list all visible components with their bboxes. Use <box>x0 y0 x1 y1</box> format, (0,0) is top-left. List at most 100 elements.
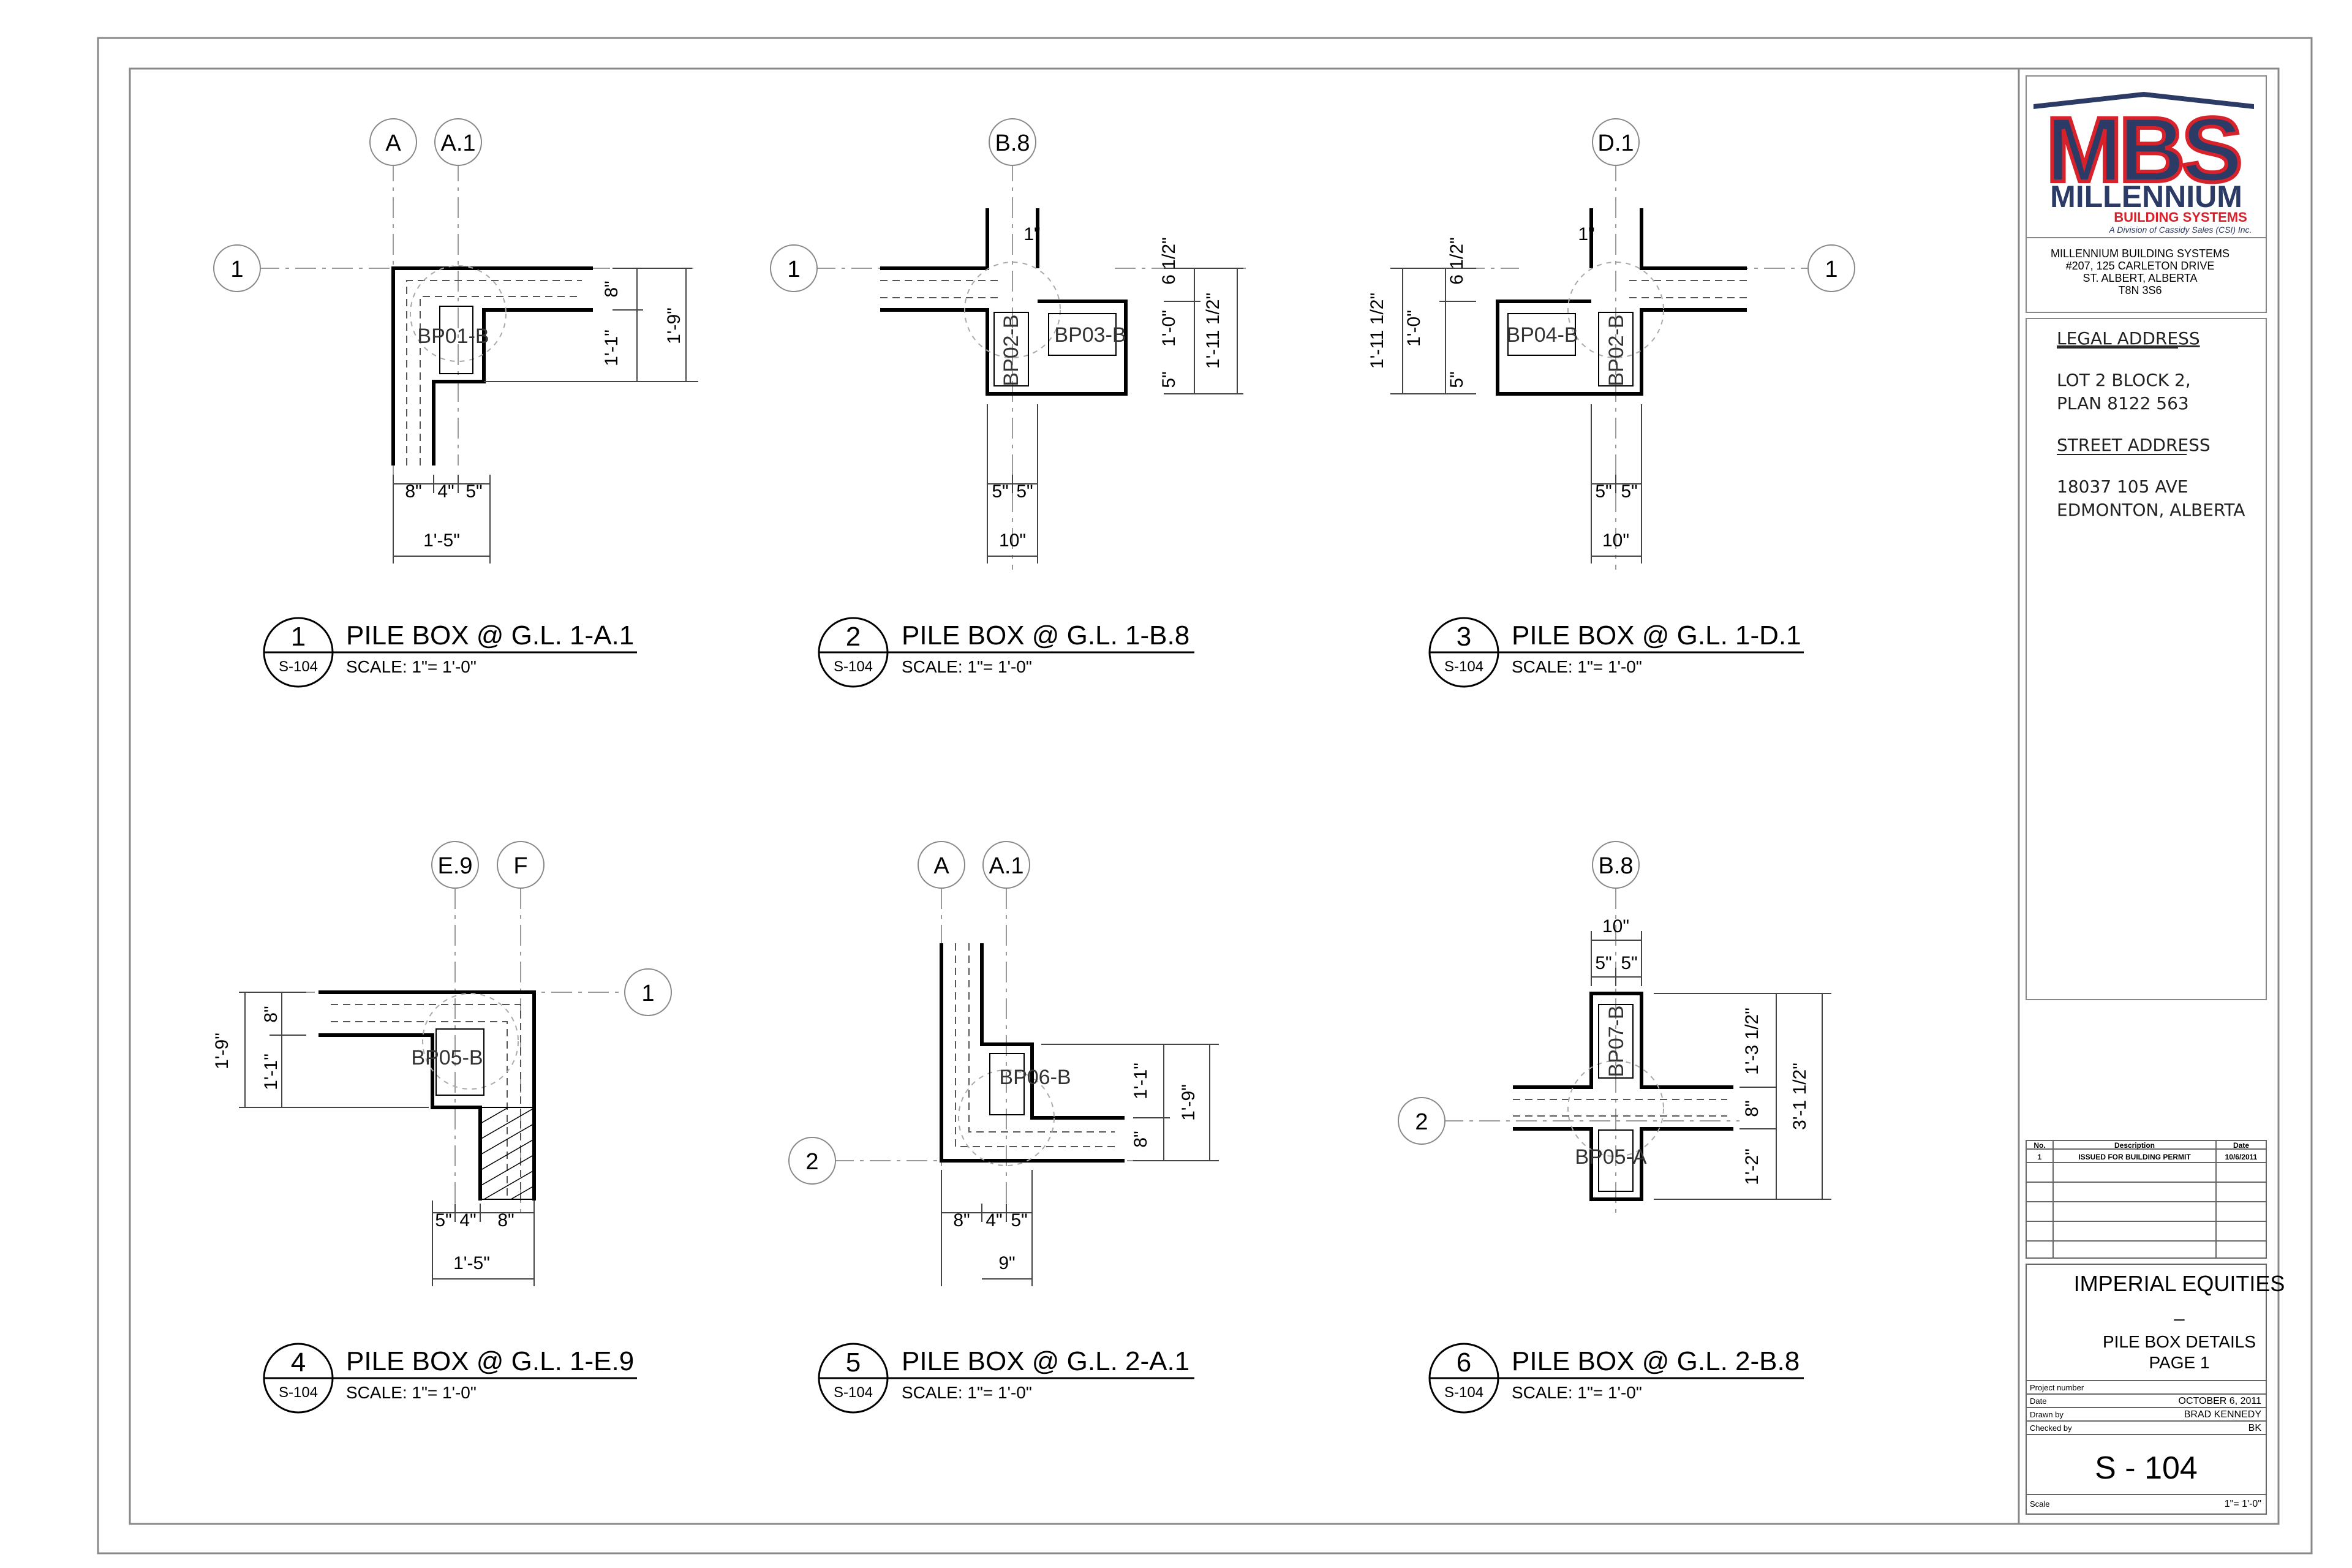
detail-scale: SCALE: 1"= 1'-0" <box>1512 1383 1642 1402</box>
detail-title: PILE BOX @ G.L. 1-D.1 <box>1512 620 1801 650</box>
detail-scale: SCALE: 1"= 1'-0" <box>346 1383 477 1402</box>
sheet-title-line-2: PAGE 1 <box>2149 1353 2209 1372</box>
detail-sheet-ref: S-104 <box>1444 1384 1483 1401</box>
grid-bubble-label: D.1 <box>1597 130 1634 156</box>
client-name: IMPERIAL EQUITIES <box>2074 1271 2285 1296</box>
dimension-label: 1'-5" <box>423 530 460 551</box>
detail-title-2: 2 S-104 PILE BOX @ G.L. 1-B.8 SCALE: 1"=… <box>818 617 1194 688</box>
title-block: MBS MILLENNIUM BUILDING SYSTEMS A Divisi… <box>2018 69 2285 1524</box>
revision-number: 1 <box>2038 1153 2042 1161</box>
street-line-1: 18037 105 AVE <box>2057 477 2188 497</box>
dimension-label: 4" <box>437 481 454 502</box>
dimension-label: 1'-1" <box>261 1054 281 1090</box>
dimension-label: 1'-0" <box>1159 310 1179 347</box>
detail-title: PILE BOX @ G.L. 1-E.9 <box>346 1346 634 1376</box>
pile-box-tag: BP01-B <box>417 325 489 348</box>
detail-title: PILE BOX @ G.L. 1-B.8 <box>902 620 1189 650</box>
dimension-label: 5" <box>435 1210 451 1231</box>
sheet-number: S - 104 <box>2095 1450 2198 1486</box>
grid-bubble-label: A <box>933 853 949 879</box>
detail-number: 2 <box>846 622 861 652</box>
grid-bubble-label: B.8 <box>1598 853 1633 879</box>
detail-title-5: 5 S-104 PILE BOX @ G.L. 2-A.1 SCALE: 1"=… <box>818 1343 1194 1414</box>
detail-scale: SCALE: 1"= 1'-0" <box>1512 657 1642 676</box>
detail-number: 4 <box>291 1348 306 1378</box>
detail-sheet-ref: S-104 <box>834 658 873 675</box>
detail-title-4: 4 S-104 PILE BOX @ G.L. 1-E.9 SCALE: 1"=… <box>263 1343 637 1414</box>
detail-6-drawing: B.8 2 BP07-B BP05-A 10" 5" 5" 1'-3 1/2" … <box>1398 841 1831 1213</box>
dimension-label: 1'-5" <box>453 1253 490 1273</box>
dimension-label: 5" <box>1159 371 1179 388</box>
dimension-label: 5" <box>1595 953 1611 973</box>
logo-letters: MBS <box>2046 98 2239 201</box>
grid-bubble-label: 1 <box>230 257 243 282</box>
pile-box-tag: BP05-A <box>1575 1145 1646 1169</box>
dimension-label: 1'-9" <box>1178 1084 1199 1121</box>
dimension-label: 1'-9" <box>664 307 684 344</box>
logo-sub: BUILDING SYSTEMS <box>2114 209 2247 225</box>
detail-5-drawing: A A.1 2 BP06-B 8" 4" 5" 9" 1'-1" 8" 1'-9… <box>788 841 1219 1286</box>
dimension-label: 9" <box>998 1253 1015 1273</box>
grid-bubble-label: B.8 <box>995 130 1030 156</box>
dimension-label: 1'-11 1/2" <box>1367 293 1387 369</box>
dimension-label: 5" <box>1595 481 1611 502</box>
detail-sheet-ref: S-104 <box>279 658 318 675</box>
dimension-label: 5" <box>466 481 482 502</box>
detail-title: PILE BOX @ G.L. 1-A.1 <box>346 620 634 650</box>
revisions-table: No. Description Date 1 ISSUED FOR BUILDI… <box>2026 1140 2267 1259</box>
detail-title-1: 1 S-104 PILE BOX @ G.L. 1-A.1 SCALE: 1"=… <box>263 617 637 688</box>
scale-value: 1"= 1'-0" <box>2225 1499 2261 1509</box>
pile-box-tag: BP02-B <box>1000 314 1023 386</box>
detail-title: PILE BOX @ G.L. 2-A.1 <box>902 1346 1189 1376</box>
grid-bubble-label: 1 <box>787 257 800 282</box>
dimension-label: 6 1/2" <box>1159 237 1179 284</box>
dimension-label: 5" <box>1447 371 1467 388</box>
legal-line-1: LOT 2 BLOCK 2, <box>2057 370 2191 390</box>
dimension-label: 5" <box>1011 1210 1027 1231</box>
field-value: OCTOBER 6, 2011 <box>2179 1396 2262 1406</box>
dimension-label: 8" <box>1742 1100 1762 1117</box>
detail-sheet-ref: S-104 <box>834 1384 873 1401</box>
dimension-label: 3'-1 1/2" <box>1790 1063 1810 1130</box>
dimension-label: 1'-11 1/2" <box>1203 293 1223 369</box>
detail-2-drawing: B.8 1 BP02-B BP03-B 1" 5" 5" 10" 6 1/2" … <box>770 118 1250 570</box>
dimension-label: 5" <box>1621 481 1637 502</box>
inner-border <box>129 67 2280 1525</box>
dimension-label: 8" <box>261 1006 281 1022</box>
grid-bubble-label: 1 <box>641 981 654 1006</box>
dimension-label: 1'-0" <box>1404 310 1424 347</box>
dimension-label: 10" <box>1602 530 1629 551</box>
field-label: Drawn by <box>2030 1410 2064 1419</box>
company-address-2: ST. ALBERT, ALBERTA <box>2082 272 2197 284</box>
detail-scale: SCALE: 1"= 1'-0" <box>346 657 477 676</box>
grid-bubble-label: 2 <box>805 1149 818 1175</box>
detail-3-drawing: D.1 1 BP04-B BP02-B 1" 5" 5" 10" 6 1/2" … <box>1367 118 1855 570</box>
dimension-label: 1" <box>1578 224 1594 244</box>
dimension-label: 8" <box>1131 1131 1151 1147</box>
company-postal: T8N 3S6 <box>2118 284 2162 296</box>
street-line-2: EDMONTON, ALBERTA <box>2057 500 2245 520</box>
dimension-label: 8" <box>953 1210 970 1231</box>
pile-box-tag: BP03-B <box>1054 323 1126 347</box>
dimension-label: 8" <box>405 481 421 502</box>
pile-box-tag: BP02-B <box>1605 314 1628 386</box>
revisions-header-date: Date <box>2233 1141 2249 1150</box>
dimension-label: 4" <box>459 1210 476 1231</box>
grid-bubble-label: A.1 <box>440 130 475 156</box>
field-label: Checked by <box>2030 1423 2072 1433</box>
dimension-label: 1'-9" <box>212 1033 232 1069</box>
sheet-info-panel <box>2026 1264 2267 1515</box>
revision-description: ISSUED FOR BUILDING PERMIT <box>2078 1153 2191 1161</box>
revisions-header-description: Description <box>2114 1141 2155 1150</box>
dimension-label: 1" <box>1023 224 1040 244</box>
detail-sheet-ref: S-104 <box>279 1384 318 1401</box>
field-label: Project number <box>2030 1383 2084 1392</box>
pile-box-tag: BP04-B <box>1506 323 1578 347</box>
dimension-label: 8" <box>601 281 622 297</box>
grid-bubble-label: 1 <box>1825 257 1838 282</box>
scale-label: Scale <box>2030 1499 2050 1509</box>
field-label: Date <box>2030 1396 2046 1406</box>
detail-scale: SCALE: 1"= 1'-0" <box>902 657 1032 676</box>
dimension-label: 5" <box>992 481 1008 502</box>
